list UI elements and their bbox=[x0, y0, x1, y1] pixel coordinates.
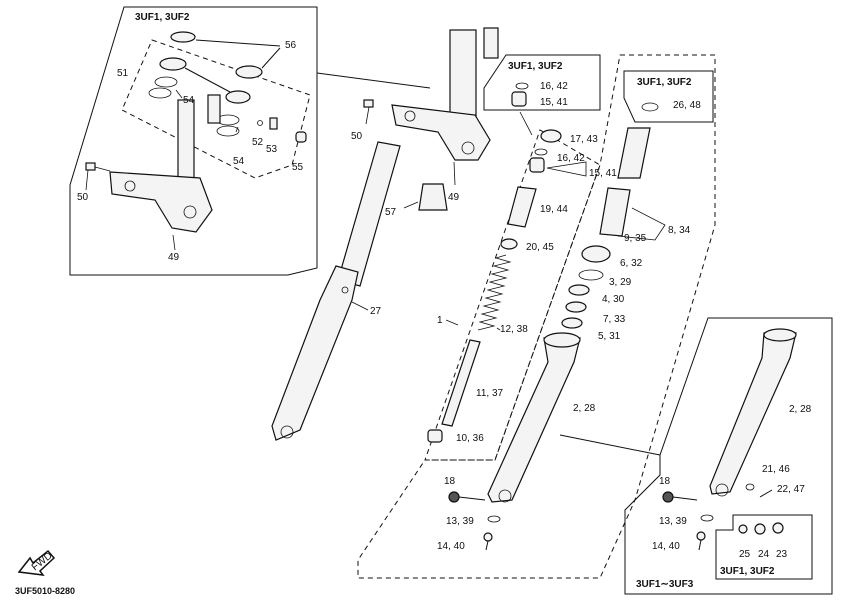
part-number-12-38: 12, 38 bbox=[500, 324, 528, 335]
fork-outer-tube-part bbox=[271, 265, 359, 441]
front-fork-center: 2, 28 bbox=[487, 332, 596, 503]
part-number-6-32: 6, 32 bbox=[620, 258, 643, 269]
boot-part bbox=[418, 183, 448, 211]
part-number-14-40: 14, 40 bbox=[437, 541, 465, 552]
fwd-arrow: FWD bbox=[17, 549, 56, 576]
part-number-3-29: 3, 29 bbox=[609, 277, 632, 288]
part-number-54: 54 bbox=[183, 95, 195, 106]
part-number-16-42: 16, 42 bbox=[540, 81, 568, 92]
fork-box-bottom-right: 3UF1∼3UF3 2, 28 18 13, 39 14, 40 21, 46 … bbox=[624, 317, 833, 595]
part-number-54: 54 bbox=[233, 156, 245, 167]
part-number-52: 52 bbox=[252, 137, 264, 148]
part-number-13-39: 13, 39 bbox=[659, 516, 687, 527]
part-number-57: 57 bbox=[385, 207, 397, 218]
part-number-4-30: 4, 30 bbox=[602, 294, 625, 305]
part-number-56: 56 bbox=[285, 40, 297, 51]
box-title-center-small: 3UF1, 3UF2 bbox=[508, 61, 563, 72]
part-number-9-35: 9, 35 bbox=[624, 233, 647, 244]
part-number-17-43: 17, 43 bbox=[570, 134, 598, 145]
fork-cap-tube-part bbox=[617, 127, 651, 179]
part-number-25: 25 bbox=[739, 549, 751, 560]
part-number-49: 49 bbox=[448, 192, 460, 203]
box-title-bottom-right: 3UF1∼3UF3 bbox=[636, 579, 694, 590]
part-number-14-40: 14, 40 bbox=[652, 541, 680, 552]
part-number-2-28: 2, 28 bbox=[789, 404, 812, 415]
part-number-5-31: 5, 31 bbox=[598, 331, 621, 342]
box-title-right-small: 3UF1, 3UF2 bbox=[637, 77, 692, 88]
part-number-51: 51 bbox=[117, 68, 129, 79]
steering-head-box-top-left: 3UF1, 3UF2 56 51 54 54 5 bbox=[69, 6, 318, 276]
part-number-23: 23 bbox=[776, 549, 788, 560]
fork-outer-tube-part bbox=[487, 337, 581, 503]
part-number-24: 24 bbox=[758, 549, 770, 560]
front-fork-left: 27 bbox=[271, 141, 401, 441]
part-number-8-34: 8, 34 bbox=[668, 225, 691, 236]
part-number-22-47: 22, 47 bbox=[777, 484, 805, 495]
bearing-ring-part bbox=[170, 31, 196, 43]
part-number-7-33: 7, 33 bbox=[603, 314, 626, 325]
drawing-code: 3UF5010-8280 bbox=[15, 586, 75, 596]
fork-slide-part bbox=[599, 187, 631, 237]
part-number-11-37: 11, 37 bbox=[476, 388, 503, 399]
part-number-18: 18 bbox=[659, 476, 671, 487]
box-title-top-left: 3UF1, 3UF2 bbox=[135, 12, 190, 23]
upper-bracket-assembly: 50 49 57 bbox=[351, 27, 499, 218]
part-number-2-28: 2, 28 bbox=[573, 403, 596, 414]
box-title-bottom-right-inner: 3UF1, 3UF2 bbox=[720, 566, 775, 577]
drain-bolt-parts-center: 18 13, 39 14, 40 bbox=[437, 476, 501, 552]
part-number-15-41: 15, 41 bbox=[540, 97, 568, 108]
part-number-15-41: 15, 41 bbox=[589, 168, 617, 179]
part-number-26-48: 26, 48 bbox=[673, 100, 701, 111]
fork-seals-group: 3UF1, 3UF2 26, 48 8, 34 9, 35 6, 32 3, 2… bbox=[357, 54, 716, 579]
fork-spring-part bbox=[477, 254, 512, 331]
damper-rod-part bbox=[441, 339, 481, 427]
part-number-13-39: 13, 39 bbox=[446, 516, 474, 527]
part-number-1: 1 bbox=[437, 315, 443, 326]
lower-bracket-part bbox=[109, 171, 213, 233]
bearing-ring-part bbox=[235, 65, 263, 79]
part-number-50: 50 bbox=[77, 192, 89, 203]
part-number-27: 27 bbox=[370, 306, 382, 317]
part-number-50: 50 bbox=[351, 131, 363, 142]
part-number-55: 55 bbox=[292, 162, 304, 173]
part-number-53: 53 bbox=[266, 144, 278, 155]
part-number-21-46: 21, 46 bbox=[762, 464, 790, 475]
part-number-16-42: 16, 42 bbox=[557, 153, 585, 164]
center-upper-bracket-part bbox=[391, 104, 491, 161]
part-number-19-44: 19, 44 bbox=[540, 204, 568, 215]
part-number-18: 18 bbox=[444, 476, 456, 487]
part-number-49: 49 bbox=[168, 252, 180, 263]
part-number-10-36: 10, 36 bbox=[456, 433, 484, 444]
part-number-20-45: 20, 45 bbox=[526, 242, 554, 253]
fork-inner-tube-part bbox=[337, 141, 401, 287]
spacer-pipe-part bbox=[507, 186, 537, 228]
fork-internals-group: 3UF1, 3UF2 16, 42 15, 41 17, 43 16, 42 1… bbox=[424, 54, 617, 461]
